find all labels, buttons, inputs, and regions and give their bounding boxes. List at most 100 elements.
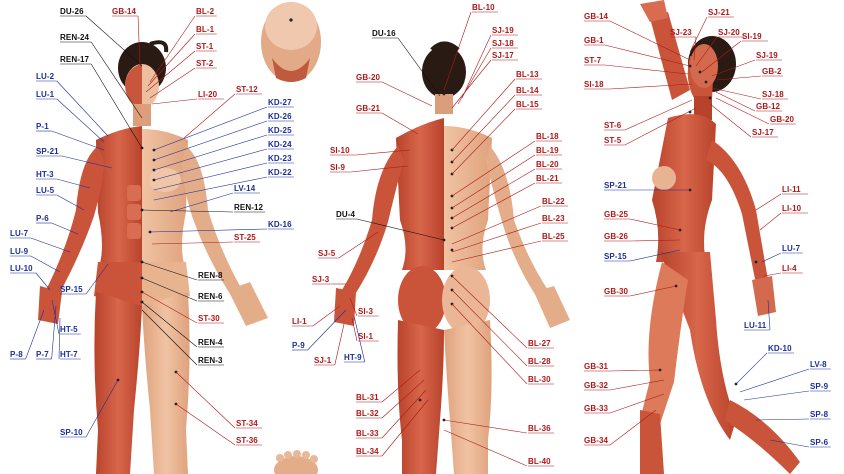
leader-line bbox=[629, 285, 677, 297]
point-label-lu-10: LU-10 bbox=[10, 264, 33, 273]
leader-line bbox=[381, 81, 433, 107]
point-label-si-10: SI-10 bbox=[330, 146, 350, 155]
point-label-ren-8: REN-8 bbox=[198, 271, 223, 280]
point-label-bl-30: BL-30 bbox=[528, 375, 551, 384]
leader-line bbox=[153, 162, 268, 191]
leader-line bbox=[141, 309, 198, 366]
leader-line bbox=[381, 389, 427, 439]
leader-line bbox=[141, 277, 198, 302]
leader-line bbox=[312, 305, 341, 327]
leader-line bbox=[609, 409, 657, 446]
leader-line bbox=[141, 301, 198, 348]
leader-line bbox=[51, 222, 79, 235]
leader-line bbox=[147, 33, 196, 87]
point-label-ht-7: HT-7 bbox=[60, 350, 78, 359]
leader-line bbox=[56, 80, 109, 137]
leader-line bbox=[629, 218, 681, 231]
leader-line bbox=[443, 429, 528, 467]
leader-line bbox=[381, 399, 429, 457]
leader-line bbox=[451, 182, 536, 229]
point-label-si-18: SI-18 bbox=[584, 80, 604, 89]
point-label-lu-9: LU-9 bbox=[10, 247, 29, 256]
point-label-st-30: ST-30 bbox=[198, 314, 220, 323]
point-label-st-7: ST-7 bbox=[584, 56, 602, 65]
leader-line bbox=[604, 44, 691, 67]
leader-line bbox=[85, 15, 143, 67]
point-label-bl-1: BL-1 bbox=[196, 25, 215, 34]
point-label-kd-26: KD-26 bbox=[268, 112, 292, 121]
leader-line bbox=[624, 107, 697, 146]
point-label-lu-11: LU-11 bbox=[744, 321, 767, 330]
foot-figure bbox=[274, 450, 318, 474]
leader-line bbox=[629, 239, 681, 242]
point-label-p-1: P-1 bbox=[36, 122, 49, 131]
leader-line bbox=[604, 64, 689, 75]
leader-line bbox=[763, 272, 782, 277]
leader-line bbox=[149, 228, 268, 233]
leader-line bbox=[715, 75, 762, 81]
point-label-kd-16: KD-16 bbox=[268, 220, 292, 229]
leader-line bbox=[153, 106, 268, 151]
point-label-li-1: LI-1 bbox=[292, 317, 307, 326]
leader-line bbox=[56, 178, 91, 189]
point-label-sj-19: SJ-19 bbox=[492, 26, 514, 35]
point-label-si-9: SI-9 bbox=[330, 163, 346, 172]
leader-line bbox=[381, 112, 419, 135]
point-label-gb-12: GB-12 bbox=[756, 102, 781, 111]
leader-line bbox=[351, 317, 358, 342]
leader-line bbox=[693, 36, 697, 61]
leader-line bbox=[153, 148, 268, 181]
point-label-li-10: LI-10 bbox=[782, 204, 802, 213]
leader-line bbox=[715, 97, 770, 125]
leader-line bbox=[56, 98, 105, 143]
leader-line bbox=[443, 11, 472, 91]
leader-line bbox=[397, 37, 441, 97]
leader-line bbox=[58, 317, 61, 360]
point-label-st-12: ST-12 bbox=[236, 85, 258, 94]
point-label-bl-25: BL-25 bbox=[542, 232, 565, 241]
leader-line bbox=[461, 34, 492, 99]
leader-line bbox=[451, 168, 536, 219]
leader-line bbox=[356, 218, 445, 241]
point-label-lu-2: LU-2 bbox=[36, 72, 55, 81]
point-label-bl-23: BL-23 bbox=[542, 214, 565, 223]
point-label-st-2: ST-2 bbox=[196, 59, 214, 68]
leader-line bbox=[451, 303, 528, 385]
point-label-si-3: SI-3 bbox=[358, 307, 374, 316]
leader-line bbox=[355, 149, 411, 156]
leader-line bbox=[141, 261, 198, 281]
point-label-bl-40: BL-40 bbox=[528, 457, 551, 466]
leader-line bbox=[137, 15, 141, 67]
point-label-kd-22: KD-22 bbox=[268, 168, 292, 177]
leader-line bbox=[451, 94, 516, 163]
leader-line bbox=[381, 369, 421, 403]
front-figure bbox=[38, 40, 268, 474]
point-label-bl-10: BL-10 bbox=[472, 3, 495, 12]
point-label-sp-9: SP-9 bbox=[810, 382, 829, 391]
point-label-bl-18: BL-18 bbox=[536, 132, 559, 141]
point-label-sj-1: SJ-1 bbox=[314, 356, 332, 365]
point-label-sp-21: SP-21 bbox=[604, 181, 627, 190]
point-label-sj-3: SJ-3 bbox=[312, 275, 330, 284]
point-label-bl-36: BL-36 bbox=[528, 424, 551, 433]
point-label-kd-27: KD-27 bbox=[268, 98, 292, 107]
leader-line bbox=[175, 371, 236, 429]
leader-line bbox=[715, 91, 756, 112]
point-label-du-26: DU-26 bbox=[60, 7, 84, 16]
leader-line bbox=[609, 393, 665, 414]
point-label-du-4: DU-4 bbox=[336, 210, 356, 219]
point-label-bl-28: BL-28 bbox=[528, 357, 551, 366]
leader-line bbox=[759, 212, 782, 231]
leader-line bbox=[51, 130, 105, 151]
point-label-gb-32: GB-32 bbox=[584, 381, 609, 390]
point-label-bl-13: BL-13 bbox=[516, 70, 539, 79]
leader-line bbox=[735, 352, 768, 385]
point-label-bl-19: BL-19 bbox=[536, 146, 559, 155]
leader-line bbox=[695, 36, 718, 67]
point-label-gb-21: GB-21 bbox=[356, 104, 381, 113]
point-label-bl-21: BL-21 bbox=[536, 174, 559, 183]
point-label-sp-21: SP-21 bbox=[36, 147, 59, 156]
leader-line bbox=[153, 134, 268, 171]
point-label-st-36: ST-36 bbox=[236, 436, 258, 445]
